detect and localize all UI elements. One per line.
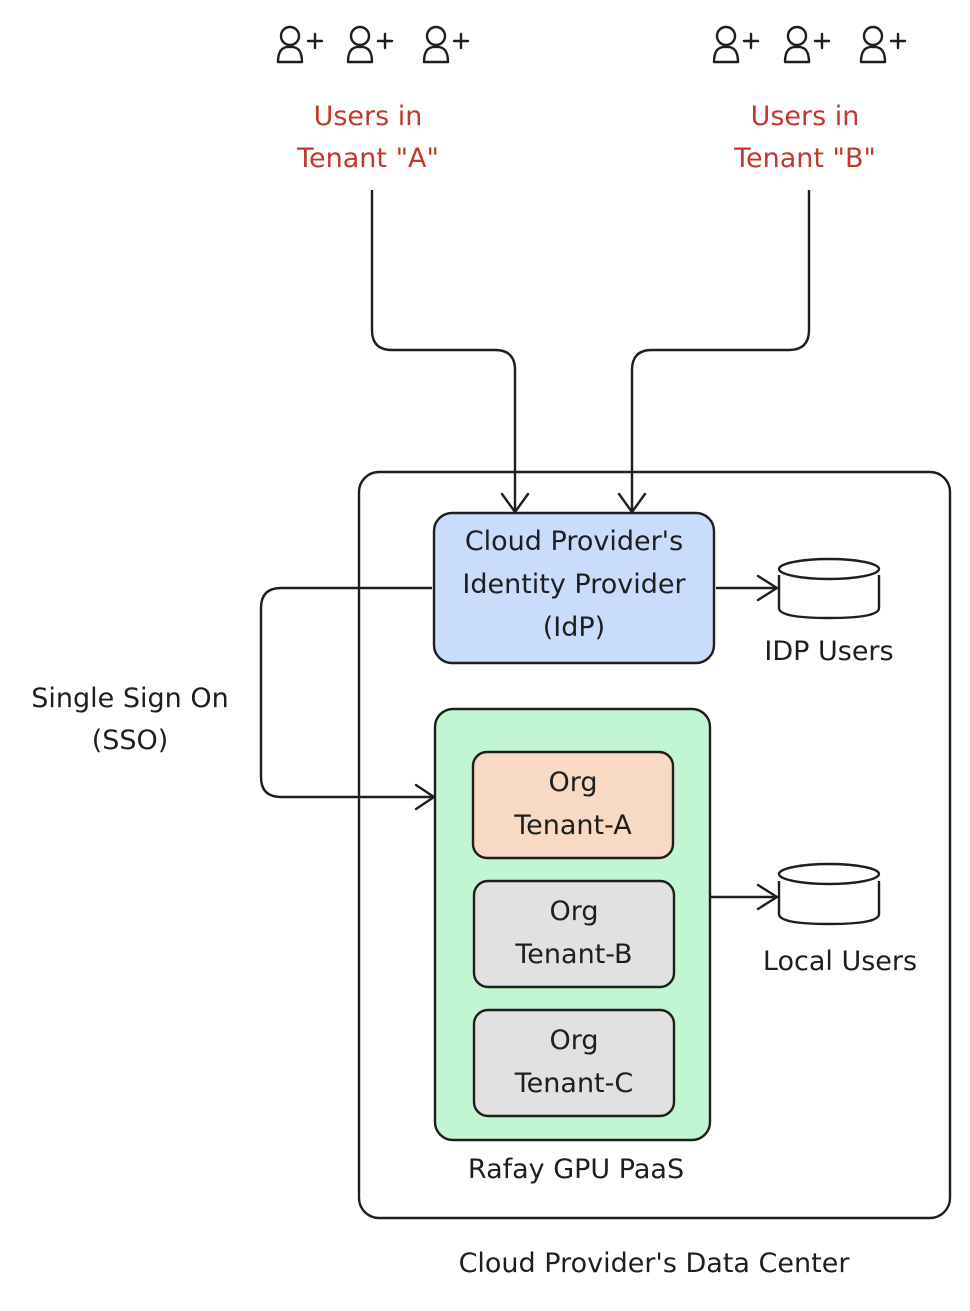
tenant-b-line2: Tenant "B" bbox=[734, 143, 876, 174]
tenant-a-line1: Users in bbox=[313, 101, 423, 132]
org-box-tenant-b bbox=[472, 879, 676, 989]
user-add-icon bbox=[276, 25, 324, 64]
org-tenant-b-line2: Tenant-B bbox=[515, 939, 633, 970]
database-icon-local-users bbox=[777, 862, 881, 926]
org-tenant-c-line2: Tenant-C bbox=[514, 1068, 634, 1099]
org-tenant-b-line1: Org bbox=[549, 896, 599, 927]
idp-label: Cloud Provider's Identity Provider (IdP) bbox=[434, 520, 714, 649]
idp-line1: Cloud Provider's bbox=[464, 526, 684, 557]
arrowhead bbox=[617, 492, 647, 514]
org-box-tenant-a bbox=[471, 750, 675, 860]
sso-line1: Single Sign On bbox=[31, 683, 229, 714]
local-users-label: Local Users bbox=[762, 946, 918, 977]
user-add-icon bbox=[859, 25, 907, 64]
idp-users-label: IDP Users bbox=[764, 636, 894, 667]
sso-line2: (SSO) bbox=[91, 725, 169, 756]
org-tenant-b-label: Org Tenant-B bbox=[474, 890, 674, 976]
user-add-icon bbox=[783, 25, 831, 64]
user-add-icon bbox=[346, 25, 394, 64]
org-tenant-c-line1: Org bbox=[549, 1025, 599, 1056]
org-tenant-a-line2: Tenant-A bbox=[514, 810, 632, 841]
tenant-a-users-label: Users in Tenant "A" bbox=[288, 96, 448, 180]
org-tenant-c-label: Org Tenant-C bbox=[474, 1019, 674, 1105]
user-add-icon bbox=[712, 25, 760, 64]
tenant-a-line2: Tenant "A" bbox=[297, 143, 439, 174]
connector-sso bbox=[259, 586, 432, 799]
idp-line3: (IdP) bbox=[542, 612, 606, 643]
idp-box bbox=[432, 511, 716, 665]
connector-tenant-b-to-idp bbox=[630, 190, 811, 510]
idp-line2: Identity Provider bbox=[462, 569, 686, 600]
org-box-tenant-c bbox=[472, 1008, 676, 1118]
arrowhead bbox=[414, 783, 436, 811]
database-icon-idp-users bbox=[777, 557, 881, 620]
tenant-b-line1: Users in bbox=[750, 101, 860, 132]
datacenter-label: Cloud Provider's Data Center bbox=[458, 1248, 850, 1279]
org-tenant-a-label: Org Tenant-A bbox=[473, 761, 673, 847]
tenant-b-users-label: Users in Tenant "B" bbox=[725, 96, 885, 180]
datacenter-box bbox=[357, 470, 952, 1220]
arrowhead bbox=[500, 492, 530, 514]
user-add-icon bbox=[422, 25, 470, 64]
arrowhead bbox=[756, 574, 779, 602]
arrowhead bbox=[756, 883, 779, 911]
paas-label: Rafay GPU PaaS bbox=[467, 1154, 685, 1185]
sso-label: Single Sign On (SSO) bbox=[10, 678, 250, 762]
org-tenant-a-line1: Org bbox=[548, 767, 598, 798]
connector-tenant-a-to-idp bbox=[370, 190, 517, 510]
